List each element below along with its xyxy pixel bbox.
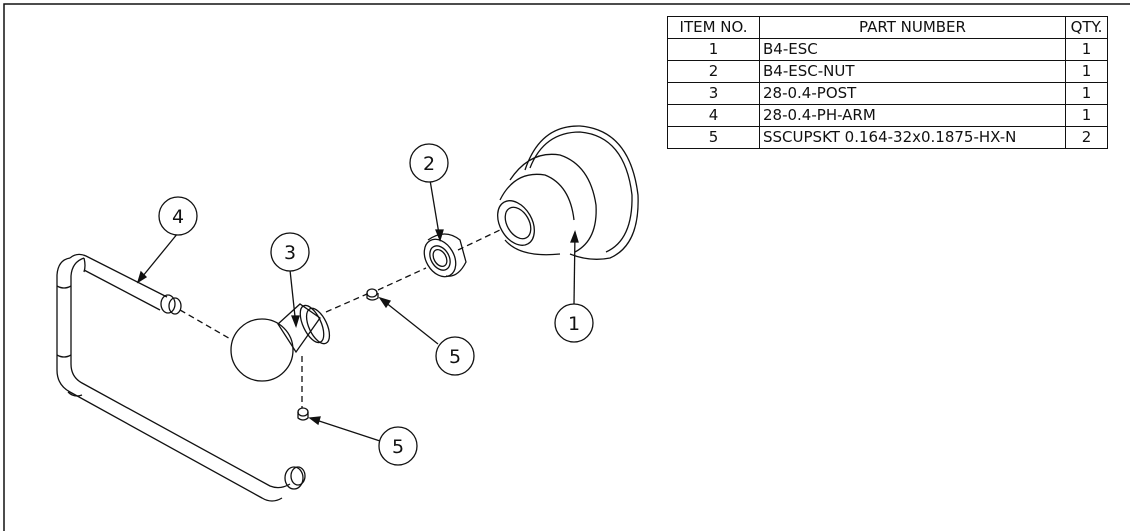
- bom-row: 5 SSCUPSKT 0.164-32x0.1875-HX-N 2: [667, 126, 1108, 149]
- balloon-2: 2: [409, 143, 449, 183]
- leader-lines: [136, 179, 579, 442]
- bom-item-no: 5: [667, 126, 760, 149]
- header-item-no: ITEM NO.: [667, 16, 760, 39]
- header-part-number: PART NUMBER: [759, 16, 1066, 39]
- bom-item-no: 1: [667, 38, 760, 61]
- part-set-screw-upper: [366, 288, 379, 301]
- balloon-5-upper-label: 5: [449, 346, 461, 368]
- part-set-screw-lower: [297, 407, 309, 421]
- bom-row: 4 28-0.4-PH-ARM 1: [667, 104, 1108, 127]
- sheet-border: [3, 3, 1130, 531]
- explode-lines: [179, 229, 501, 408]
- balloon-5-lower-label: 5: [392, 436, 404, 458]
- bom-item-no: 4: [667, 104, 760, 127]
- balloon-4: 4: [158, 196, 198, 236]
- balloon-3-label: 3: [284, 242, 296, 264]
- bom-item-no: 3: [667, 82, 760, 105]
- bom-part-number: B4-ESC-NUT: [759, 60, 1066, 83]
- part-escutcheon: [497, 125, 639, 260]
- balloon-2-label: 2: [423, 153, 435, 175]
- part-arm: [56, 253, 306, 502]
- bill-of-materials-table: ITEM NO. PART NUMBER QTY. 1 B4-ESC 1 2 B…: [667, 16, 1108, 149]
- bom-part-number: B4-ESC: [759, 38, 1066, 61]
- header-qty: QTY.: [1065, 16, 1108, 39]
- balloon-5-upper: 5: [435, 336, 475, 376]
- part-post: [230, 303, 331, 382]
- balloon-1: 1: [554, 303, 594, 343]
- bom-row: 1 B4-ESC 1: [667, 38, 1108, 61]
- bom-item-no: 2: [667, 60, 760, 83]
- balloon-1-label: 1: [568, 313, 580, 335]
- bom-qty: 1: [1065, 82, 1108, 105]
- part-nut: [423, 233, 467, 278]
- balloon-3: 3: [270, 232, 310, 272]
- bom-qty: 2: [1065, 126, 1108, 149]
- bom-part-number: 28-0.4-POST: [759, 82, 1066, 105]
- bom-row: 2 B4-ESC-NUT 1: [667, 60, 1108, 83]
- balloon-4-label: 4: [172, 206, 184, 228]
- bom-header-row: ITEM NO. PART NUMBER QTY.: [667, 16, 1108, 39]
- bom-part-number: SSCUPSKT 0.164-32x0.1875-HX-N: [759, 126, 1066, 149]
- bom-qty: 1: [1065, 38, 1108, 61]
- bom-qty: 1: [1065, 60, 1108, 83]
- bom-row: 3 28-0.4-POST 1: [667, 82, 1108, 105]
- bom-part-number: 28-0.4-PH-ARM: [759, 104, 1066, 127]
- balloon-5-lower: 5: [378, 426, 418, 466]
- bom-qty: 1: [1065, 104, 1108, 127]
